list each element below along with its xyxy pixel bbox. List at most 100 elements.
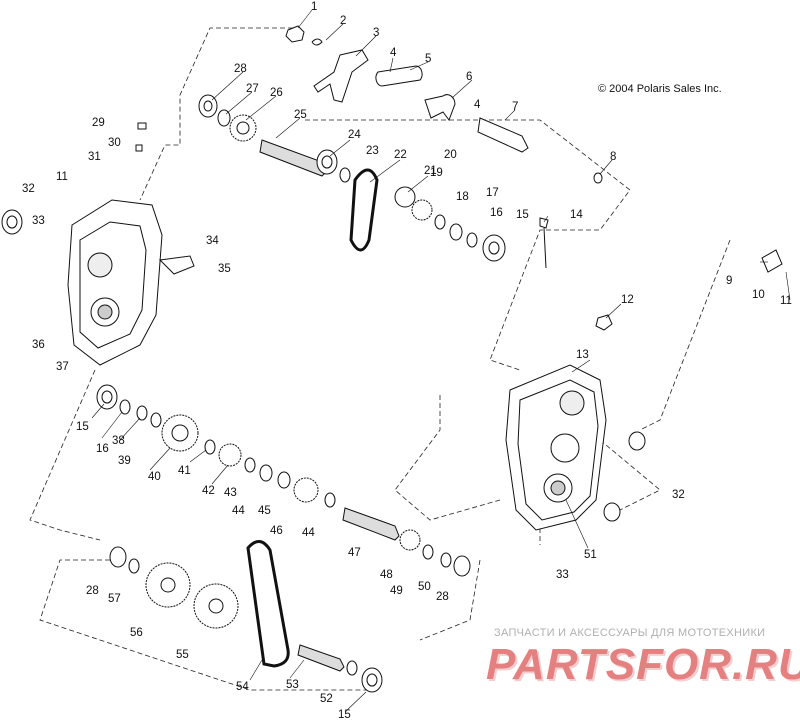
- splined-shaft-part: [259, 139, 327, 177]
- callout-54: 54: [236, 681, 249, 693]
- callout-51: 51: [584, 549, 597, 561]
- leader-lines: [91, 9, 791, 713]
- callout-4: 4: [390, 47, 397, 59]
- gear-part: [411, 199, 433, 221]
- watermark-logo: PARTSFOR.RU: [486, 640, 800, 689]
- callout-18: 18: [456, 191, 469, 203]
- callout-41: 41: [178, 465, 191, 477]
- callout-44: 44: [232, 505, 245, 517]
- callout-42: 42: [202, 485, 215, 497]
- callout-23: 23: [366, 145, 379, 157]
- callout-13: 13: [576, 349, 589, 361]
- callout-38: 38: [112, 435, 125, 447]
- callout-39: 39: [118, 455, 131, 467]
- callout-3: 3: [373, 27, 379, 39]
- ring-part: [339, 167, 351, 183]
- callout-55: 55: [176, 649, 189, 661]
- splined-shaft-part: [342, 507, 400, 541]
- sleeve-part: [375, 65, 423, 87]
- callout-29: 29: [92, 117, 105, 129]
- callout-32b: 32: [672, 489, 685, 501]
- callout-33b: 33: [556, 569, 569, 581]
- callout-24: 24: [348, 129, 361, 141]
- callout-4b: 4: [474, 99, 481, 111]
- watermark-tagline: ЗАПЧАСТИ И АКСЕССУАРЫ ДЛЯ МОТОТЕХНИКИ: [494, 627, 766, 639]
- chain-part: [246, 540, 290, 668]
- copyright-notice: © 2004 Polaris Sales Inc.: [598, 83, 722, 95]
- callout-34: 34: [206, 235, 219, 247]
- callout-labels: 1 2 3 4 4 5 6 7 8 9 10 11 11 12 13 14 15…: [22, 1, 792, 720]
- callout-19: 19: [430, 167, 443, 179]
- callout-11: 11: [780, 295, 792, 307]
- callout-8: 8: [610, 151, 616, 163]
- callout-28b: 28: [86, 585, 99, 597]
- middle-shaft-parts: [96, 384, 471, 577]
- callout-22: 22: [394, 149, 407, 161]
- callout-7: 7: [512, 101, 518, 113]
- callout-9: 9: [726, 275, 732, 287]
- gear-part: [218, 443, 242, 467]
- assembly-guide-lines: [29, 27, 731, 691]
- callout-16b: 16: [96, 443, 109, 455]
- callout-16: 16: [490, 207, 503, 219]
- washer-part: [217, 109, 231, 127]
- callout-56: 56: [130, 627, 143, 639]
- callout-46: 46: [270, 525, 283, 537]
- callout-33: 33: [32, 215, 45, 227]
- callout-20: 20: [444, 149, 457, 161]
- gear-part: [293, 477, 319, 503]
- callout-48: 48: [380, 569, 393, 581]
- callout-52: 52: [320, 693, 333, 705]
- washer-part: [109, 546, 127, 568]
- callout-28c: 28: [436, 591, 449, 603]
- callout-30: 30: [108, 137, 121, 149]
- callout-2: 2: [340, 15, 346, 27]
- shift-fork-part: [424, 94, 456, 122]
- gear-part: [394, 186, 416, 208]
- callout-36: 36: [32, 339, 45, 351]
- callout-27: 27: [246, 83, 259, 95]
- shift-fork-part: [313, 49, 369, 103]
- bearing-part: [453, 555, 471, 577]
- callout-49: 49: [390, 585, 403, 597]
- callout-11b: 11: [56, 171, 68, 183]
- callout-32: 32: [22, 183, 35, 195]
- callout-15b: 15: [76, 421, 89, 433]
- callout-25: 25: [294, 109, 307, 121]
- splined-shaft-part: [297, 644, 345, 672]
- right-case-housing: [505, 249, 783, 531]
- callout-47: 47: [348, 547, 361, 559]
- callout-45: 45: [258, 505, 271, 517]
- left-case-housing: [1, 199, 195, 366]
- nut-part: [285, 25, 305, 43]
- upper-shaft-parts: [135, 25, 603, 269]
- callout-53: 53: [286, 679, 299, 691]
- callout-28: 28: [234, 63, 247, 75]
- callout-15c: 15: [338, 709, 351, 720]
- callout-35: 35: [218, 263, 231, 275]
- shaft-part: [477, 117, 529, 153]
- callout-43: 43: [224, 487, 237, 499]
- callout-15: 15: [516, 209, 529, 221]
- callout-1: 1: [311, 1, 317, 13]
- callout-14: 14: [570, 209, 583, 221]
- dipstick-part: [539, 217, 549, 269]
- callout-31: 31: [88, 151, 101, 163]
- callout-37: 37: [56, 361, 69, 373]
- callout-6: 6: [466, 71, 472, 83]
- chain-part: [349, 168, 379, 252]
- callout-12: 12: [621, 294, 634, 306]
- callout-50: 50: [418, 581, 431, 593]
- clip-part: [311, 38, 323, 46]
- callout-40: 40: [148, 471, 161, 483]
- callout-5: 5: [425, 53, 431, 65]
- callout-10: 10: [752, 289, 765, 301]
- lower-shaft-parts: [109, 540, 383, 693]
- callout-44b: 44: [302, 527, 315, 539]
- callout-21: 21: [424, 165, 437, 177]
- gear-part: [399, 529, 421, 551]
- callout-26: 26: [270, 87, 283, 99]
- callout-57: 57: [108, 593, 121, 605]
- callout-17: 17: [486, 187, 499, 199]
